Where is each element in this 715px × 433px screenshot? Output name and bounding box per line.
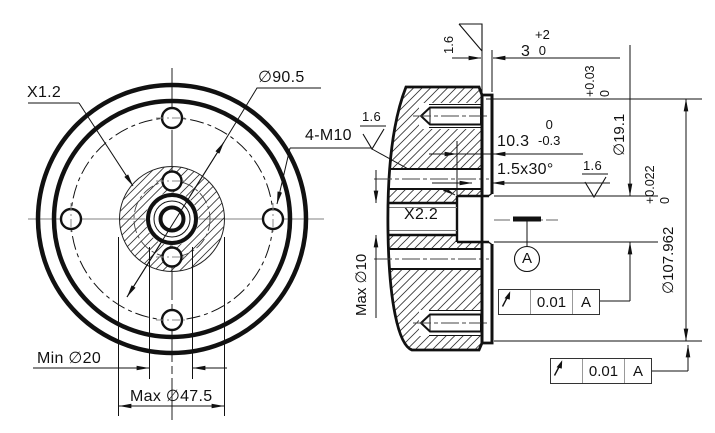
flange-width-tolerance: +2 0 — [535, 27, 550, 58]
runout-datum-ref: A — [632, 362, 643, 380]
circular-runout-icon — [551, 359, 583, 383]
section-dimensions — [373, 23, 702, 372]
chamfer-dim: 1.5x30° — [497, 161, 554, 178]
runout-datum-ref: A — [580, 293, 591, 311]
datum-label: A — [521, 250, 532, 267]
depth-tolerance: 0 -0.3 — [538, 117, 560, 148]
bore-dia-tolerance: +0.03 0 — [583, 65, 613, 97]
tol-lower: 0 — [538, 42, 547, 58]
min-bore-dim: Min ∅20 — [37, 350, 102, 367]
runout-tolerance-value: 0.01 — [531, 290, 573, 314]
flange-width-dim: 3 — [521, 43, 531, 60]
tol-lower: 0 — [657, 197, 672, 204]
bolt-holes-callout: 4-M10 — [305, 127, 352, 144]
max-boss-dim: Max ∅47.5 — [130, 388, 213, 405]
center-bore-label: X2.2 — [404, 206, 439, 223]
runout-tolerance-value: 0.01 — [583, 359, 625, 383]
bore-dia-dim: ∅19.1 — [611, 113, 628, 156]
section-view — [374, 85, 494, 352]
tol-upper: 0 — [545, 117, 553, 132]
od-tolerance: +0.022 0 — [643, 165, 673, 204]
roughness-top-value: 1.6 — [441, 35, 456, 54]
bolt-circle-dim: ∅90.5 — [258, 69, 305, 86]
runout-tolerance-frame-2: 0.01 A — [550, 358, 652, 384]
max-hole-dim: Max ∅10 — [353, 253, 370, 316]
depth-dim: 10.3 — [497, 133, 530, 150]
knurl-label: X1.2 — [27, 84, 62, 101]
front-view — [28, 68, 324, 420]
tol-lower: -0.3 — [538, 132, 561, 148]
circular-runout-icon — [499, 290, 531, 314]
tol-upper: +0.022 — [643, 165, 657, 204]
runout-tolerance-frame-1: 0.01 A — [498, 289, 600, 315]
roughness-bore-value: 1.6 — [583, 158, 602, 173]
tol-lower: 0 — [597, 90, 612, 97]
roughness-thread-value: 1.6 — [362, 109, 381, 124]
od-dim: ∅107.962 — [660, 226, 677, 294]
front-dimensions — [28, 87, 456, 416]
tol-upper: +0.03 — [583, 65, 597, 97]
tol-upper: +2 — [535, 27, 550, 42]
